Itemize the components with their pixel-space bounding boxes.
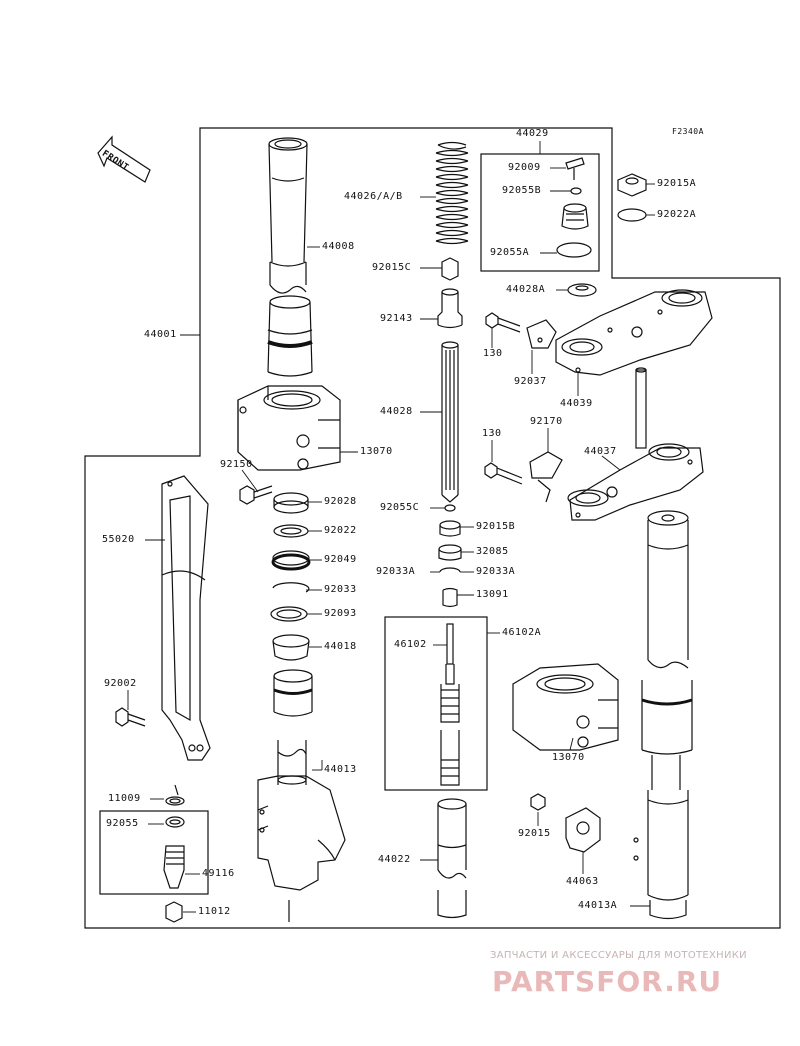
- bolt-92002: [115, 707, 146, 727]
- cartridge: [440, 623, 460, 786]
- assembly-frame: [84, 127, 781, 929]
- part-label: 44001: [144, 329, 177, 340]
- base-valve-44022: [437, 798, 467, 919]
- lower-triple-clamp: [567, 367, 704, 521]
- part-label: 44039: [560, 398, 593, 409]
- watermark-logo: PARTSFOR.RU: [492, 965, 723, 998]
- part-label: 92049: [324, 554, 357, 565]
- inner-tube-left: [257, 669, 346, 922]
- part-label: 44029: [516, 128, 549, 139]
- part-label: 92015: [518, 828, 551, 839]
- part-label: 11009: [108, 793, 141, 804]
- seal-stack: [270, 492, 311, 661]
- collar-92143: [437, 288, 463, 329]
- part-label: 92009: [508, 162, 541, 173]
- part-label: 92170: [530, 416, 563, 427]
- washer-44028a: [567, 283, 597, 297]
- part-label: 92055A: [490, 247, 530, 258]
- leader-lines: [127, 141, 655, 913]
- part-label: 92033A: [376, 566, 416, 577]
- cap-kit: [556, 157, 592, 258]
- part-label: 44026/A/B: [344, 191, 403, 202]
- cartridge-kit-box: [384, 616, 488, 791]
- part-label: 46102: [394, 639, 427, 650]
- part-label: 44018: [324, 641, 357, 652]
- fork-clamp-right: [512, 663, 619, 751]
- part-label: 44008: [322, 241, 355, 252]
- part-label: 92022: [324, 525, 357, 536]
- part-label: 92002: [104, 678, 137, 689]
- figure-code: F2340A: [672, 127, 704, 136]
- front-arrow: [97, 135, 151, 183]
- fork-clamp-left: [237, 385, 341, 471]
- part-label: 44028: [380, 406, 413, 417]
- part-label: 92033A: [476, 566, 516, 577]
- part-label: 92033: [324, 584, 357, 595]
- bracket-92037: [526, 319, 557, 349]
- nut-92015a: [617, 173, 647, 197]
- drain-parts: [163, 784, 185, 923]
- part-label: 44013A: [578, 900, 618, 911]
- drain-kit-box: [99, 810, 209, 895]
- cap-44063: [565, 807, 601, 853]
- part-label: 92143: [380, 313, 413, 324]
- part-label: 13091: [476, 589, 509, 600]
- fork-spring: [435, 141, 469, 245]
- part-label: 46102A: [502, 627, 542, 638]
- damper-rod: [441, 341, 459, 503]
- part-label: 92055: [106, 818, 139, 829]
- part-label: 92015C: [372, 262, 412, 273]
- part-label: 130: [483, 348, 503, 359]
- part-label: 13070: [552, 752, 585, 763]
- nut-92015c: [441, 257, 459, 281]
- part-label: 11012: [198, 906, 231, 917]
- bolt-130a: [485, 312, 521, 333]
- part-label: 49116: [202, 868, 235, 879]
- part-label: 92028: [324, 496, 357, 507]
- bracket-92170: [529, 451, 563, 503]
- part-label: 92055B: [502, 185, 542, 196]
- part-label: 92022A: [657, 209, 697, 220]
- nut-92015: [530, 793, 546, 811]
- part-label: 44063: [566, 876, 599, 887]
- part-label: 92055C: [380, 502, 420, 513]
- part-label: 92015A: [657, 178, 697, 189]
- center-rings: [438, 504, 462, 608]
- part-label: 55020: [102, 534, 135, 545]
- inner-tube-right: [633, 510, 693, 920]
- bolt-130b: [484, 462, 523, 485]
- part-label: 44037: [584, 446, 617, 457]
- part-label: 92150: [220, 459, 253, 470]
- part-label: 44022: [378, 854, 411, 865]
- part-label: 130: [482, 428, 502, 439]
- part-label: 13070: [360, 446, 393, 457]
- fork-guard: [161, 475, 211, 761]
- part-label: 92015B: [476, 521, 516, 532]
- part-label: 32085: [476, 546, 509, 557]
- part-label: 44028A: [506, 284, 546, 295]
- part-label: 92093: [324, 608, 357, 619]
- outer-tube: [267, 137, 313, 377]
- part-label: 44013: [324, 764, 357, 775]
- part-label: 92037: [514, 376, 547, 387]
- washer-92022a: [617, 208, 647, 222]
- upper-triple-clamp: [555, 289, 713, 376]
- watermark-caption: ЗАПЧАСТИ И АКСЕССУАРЫ ДЛЯ МОТОТЕХНИКИ: [490, 950, 747, 961]
